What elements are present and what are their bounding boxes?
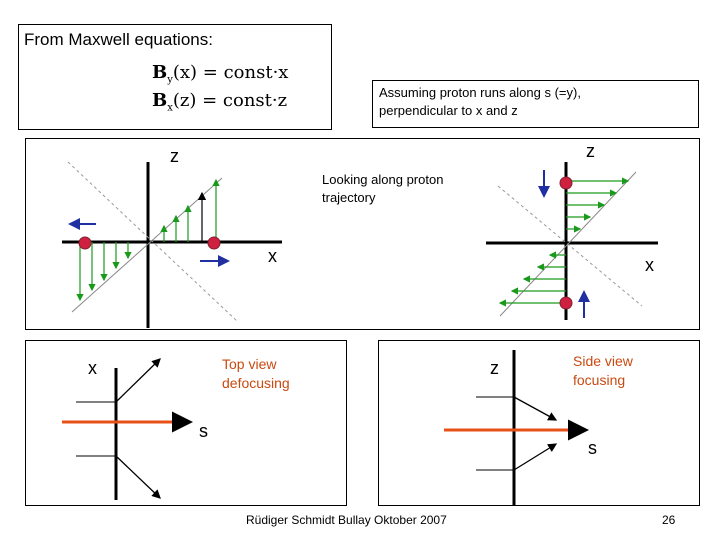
z-axis-label-left: z xyxy=(170,146,179,166)
proton-right-b xyxy=(559,296,573,310)
page-number: 26 xyxy=(662,513,676,527)
right-field-diagram xyxy=(486,162,658,320)
equations-box xyxy=(18,24,332,130)
looking-line-2: trajectory xyxy=(322,190,376,205)
proton-left-b xyxy=(207,236,221,250)
top-view-caption-1: Top view xyxy=(222,356,277,372)
assumption-box xyxy=(372,80,699,128)
top-view-x-label: x xyxy=(88,358,97,378)
footer-author: Rüdiger Schmidt Bullay Oktober 2007 xyxy=(246,513,447,527)
top-view-s-label: s xyxy=(199,421,208,441)
equation-bx: Bx(z) = const·z xyxy=(152,90,288,114)
side-view-z-label: z xyxy=(490,358,499,378)
left-field-diagram xyxy=(62,161,282,328)
x-axis-label-left: x xyxy=(268,246,277,266)
looking-line-1: Looking along proton xyxy=(322,172,444,187)
top-view-caption-2: defocusing xyxy=(222,375,290,391)
top-view-drawing xyxy=(62,358,193,500)
side-view-caption-1: Side view xyxy=(573,353,633,369)
title-text: From Maxwell equations: xyxy=(24,30,213,49)
side-view-s-label: s xyxy=(588,438,597,458)
side-view-drawing xyxy=(444,350,589,505)
proton-right-a xyxy=(559,176,573,190)
equation-by: By(x) = const·x xyxy=(152,62,289,86)
x-axis-label-right: x xyxy=(645,255,654,275)
assumption-line-2: perpendicular to x and z xyxy=(379,103,518,118)
side-view-panel xyxy=(378,340,700,506)
z-axis-label-right: z xyxy=(586,141,595,161)
assumption-line-1: Assuming proton runs along s (=y), xyxy=(379,85,581,100)
side-view-caption-2: focusing xyxy=(573,372,626,388)
proton-left-a xyxy=(78,236,92,250)
